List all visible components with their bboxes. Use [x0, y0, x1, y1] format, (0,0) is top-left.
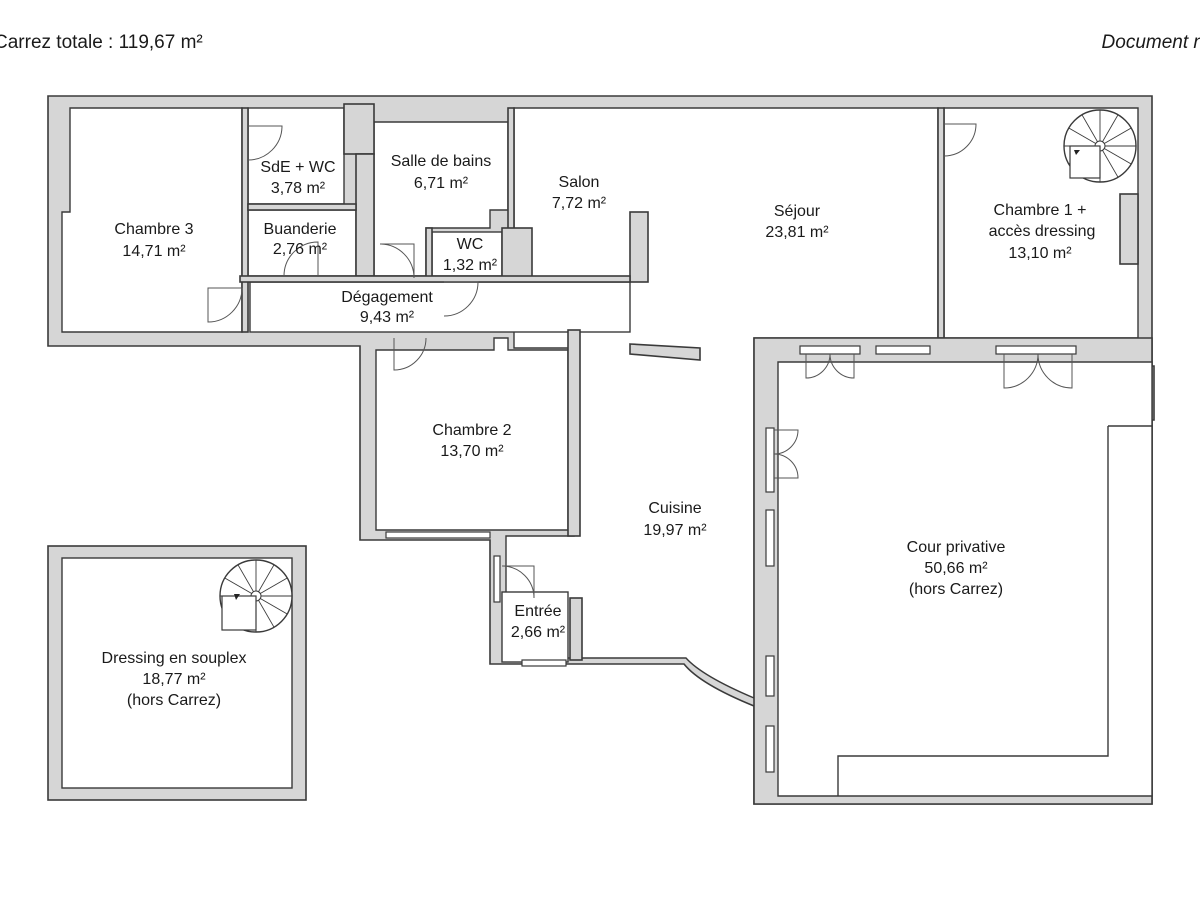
- degagement-floor: [249, 281, 631, 333]
- chambre-2-area: 13,70 m²: [440, 443, 504, 460]
- sejour-area: 23,81 m²: [765, 224, 829, 241]
- salle-de-bains-area: 6,71 m²: [414, 175, 469, 192]
- cour-name: Cour privative: [907, 539, 1006, 556]
- degagement-name: Dégagement: [341, 289, 433, 306]
- sde-wc-name: SdE + WC: [260, 159, 335, 176]
- cuisine-area: 19,97 m²: [643, 522, 707, 539]
- salon-area: 7,72 m²: [552, 195, 607, 212]
- dressing-area: 18,77 m²: [142, 671, 206, 688]
- courtyard-inner-line: [837, 425, 1152, 796]
- chambre-1-area: 13,10 m²: [1008, 245, 1072, 262]
- cuisine-name: Cuisine: [648, 500, 701, 517]
- chambre-2-name: Chambre 2: [432, 422, 511, 439]
- buanderie-area: 2,76 m²: [273, 241, 328, 258]
- buanderie-name: Buanderie: [264, 221, 337, 238]
- interior-wall: [355, 153, 375, 277]
- interior-wall: [937, 107, 945, 339]
- entree-floor: [501, 591, 569, 663]
- door-icon: [207, 123, 1073, 599]
- interior-wall: [569, 597, 583, 661]
- cour-note: (hors Carrez): [909, 581, 1003, 598]
- degagement-area: 9,43 m²: [360, 309, 415, 326]
- interior-wall: [1119, 193, 1139, 265]
- entree-name: Entrée: [514, 603, 561, 620]
- total-carrez-label: Carrez totale : 119,67 m²: [0, 32, 203, 53]
- wc-name: WC: [457, 236, 484, 253]
- interior-wall: [425, 227, 433, 279]
- wc-area: 1,32 m²: [443, 257, 498, 274]
- window-icon: [385, 345, 1077, 773]
- interior-wall: [241, 107, 249, 333]
- interior-wall: [629, 343, 701, 361]
- chambre-3-area: 14,71 m²: [122, 243, 186, 260]
- cour-area: 50,66 m²: [924, 560, 988, 577]
- entree-area: 2,66 m²: [511, 624, 566, 641]
- sejour-name: Séjour: [774, 203, 821, 220]
- chambre-3-floor: [61, 107, 243, 333]
- interior-wall: [567, 329, 581, 537]
- chambre-2-floor: [375, 337, 569, 531]
- chambre-3-name: Chambre 3: [114, 221, 193, 238]
- sde-wc-area: 3,78 m²: [271, 180, 326, 197]
- salon-name: Salon: [559, 174, 600, 191]
- chambre-1-name-line1: Chambre 1 +: [994, 202, 1087, 219]
- document-label: Document n: [1101, 32, 1200, 53]
- spiral-staircase-icon: [1063, 109, 1137, 183]
- dressing-name: Dressing en souplex: [102, 650, 247, 667]
- chambre-1-name-line2: accès dressing: [989, 223, 1096, 240]
- interior-wall: [239, 275, 631, 283]
- spiral-staircase-icon: [219, 559, 293, 633]
- interior-wall: [501, 227, 533, 279]
- cour-privative-floor: [777, 361, 1153, 797]
- salle-de-bains-name: Salle de bains: [391, 153, 492, 170]
- interior-wall: [629, 211, 649, 283]
- interior-wall: [247, 203, 357, 211]
- dressing-note: (hors Carrez): [127, 692, 221, 709]
- interior-wall: [343, 103, 375, 155]
